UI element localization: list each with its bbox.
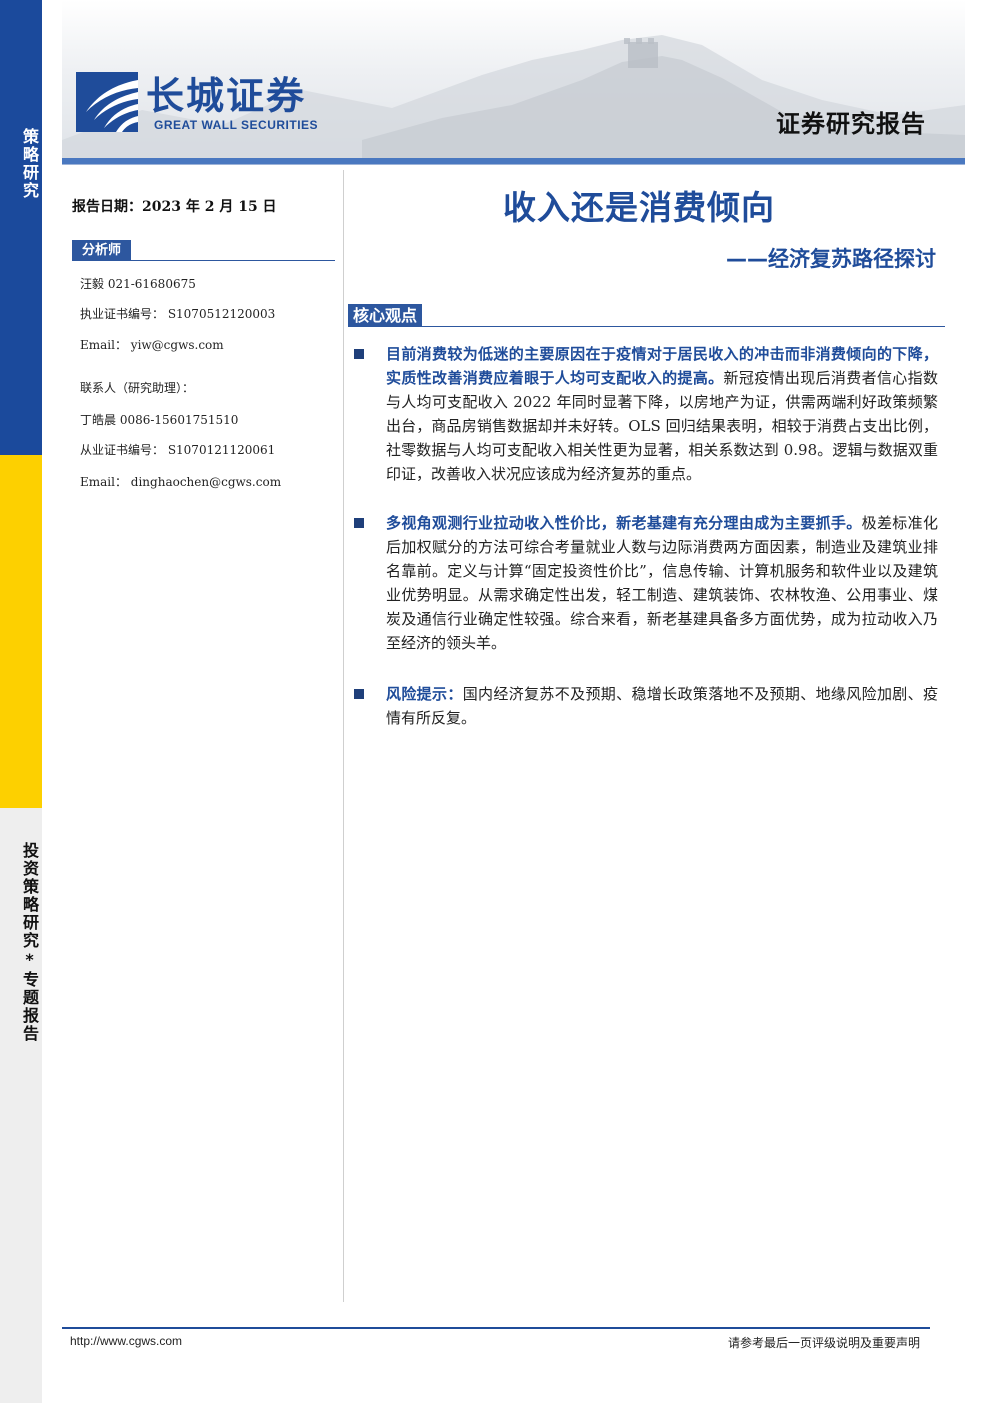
logo-text-cn: 长城证券	[146, 74, 307, 118]
analyst-section-label: 分析师	[72, 240, 132, 260]
core-point-2-highlight: 多视角观测行业拉动收入性价比，新老基建有充分理由成为主要抓手。	[386, 514, 862, 532]
report-type: 证券研究报告	[776, 110, 926, 138]
analyst-name-phone: 汪毅 021-61680675	[80, 277, 196, 291]
core-view-rule	[348, 326, 945, 327]
core-point-1-text: 新冠疫情出现后消费者信心指数与人均可支配收入 2022 年同时显著下降，以房地产…	[386, 369, 938, 483]
report-date: 报告日期：2023 年 2 月 15 日	[72, 199, 277, 215]
side-label-bottom: 投资策略研究*专题报告	[20, 842, 39, 1043]
bullet-square-icon	[354, 689, 364, 699]
report-title: 收入还是消费倾向	[503, 188, 775, 227]
great-wall-logo-icon	[76, 72, 138, 132]
side-label-top: 策略研究	[20, 128, 39, 200]
core-point-3: 风险提示：国内经济复苏不及预期、稳增长政策落地不及预期、地缘风险加剧、疫情有所反…	[386, 682, 938, 730]
logo-text-en: GREAT WALL SECURITIES	[154, 118, 319, 132]
header-rule-thin	[62, 164, 965, 165]
contact-name-phone: 丁皓晨 0086-15601751510	[80, 413, 239, 427]
contact-label: 联系人（研究助理）：	[80, 381, 195, 395]
side-strip-yellow	[0, 455, 42, 808]
core-point-1: 目前消费较为低迷的主要原因在于疫情对于居民收入的冲击而非消费倾向的下降，实质性改…	[386, 342, 938, 486]
core-point-3-highlight: 风险提示：	[386, 685, 463, 703]
report-subtitle: ——经济复苏路径探讨	[726, 247, 936, 271]
analyst-certificate: 执业证书编号： S1070512120003	[80, 307, 276, 321]
footer-disclaimer: 请参考最后一页评级说明及重要声明	[727, 1336, 920, 1350]
analyst-email[interactable]: Email： yiw@cgws.com	[80, 338, 224, 352]
core-point-1-highlight: 目前消费较为低迷的主要原因在于疫情对于居民收入的冲击而非消费倾向的下降，实质性改…	[386, 345, 938, 387]
core-point-2-text: 极差标准化后加权赋分的方法可综合考量就业人数与边际消费两方面因素，制造业及建筑业…	[386, 514, 938, 652]
core-point-2: 多视角观测行业拉动收入性价比，新老基建有充分理由成为主要抓手。极差标准化后加权赋…	[386, 511, 938, 655]
contact-certificate: 从业证书编号： S1070121120061	[80, 443, 276, 457]
bullet-square-icon	[354, 518, 364, 528]
header-rule	[62, 158, 965, 164]
core-view-label: 核心观点	[348, 304, 423, 326]
analyst-section-rule	[72, 260, 335, 261]
column-divider	[343, 170, 344, 1302]
contact-email[interactable]: Email： dinghaochen@cgws.com	[80, 475, 282, 489]
core-point-3-text: 国内经济复苏不及预期、稳增长政策落地不及预期、地缘风险加剧、疫情有所反复。	[386, 685, 938, 727]
bullet-square-icon	[354, 349, 364, 359]
footer-rule	[62, 1327, 930, 1329]
footer-website-link[interactable]: http://www.cgws.com	[70, 1334, 183, 1348]
great-wall-illustration	[62, 35, 965, 158]
side-strip-blue	[0, 0, 42, 455]
